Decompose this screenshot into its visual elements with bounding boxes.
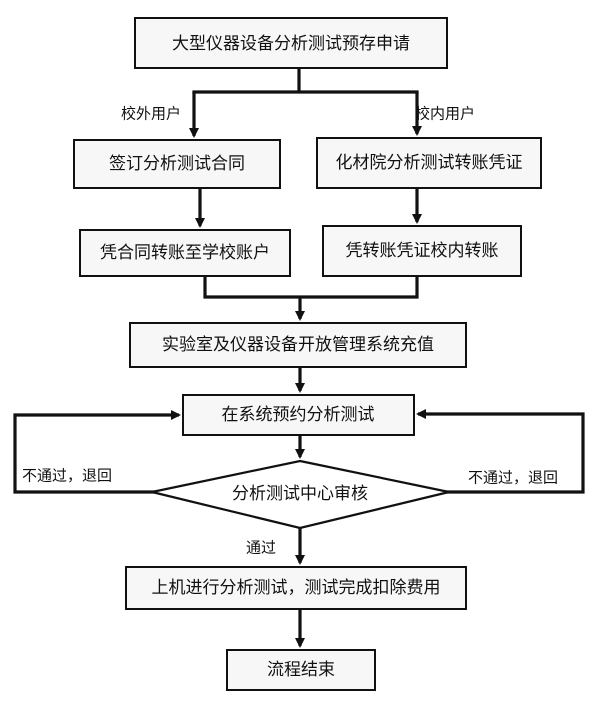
node-start: 大型仪器设备分析测试预存申请 xyxy=(134,17,448,69)
internal-voucher-box xyxy=(316,137,542,189)
node-external-transfer: 凭合同转账至学校账户 xyxy=(79,229,291,277)
node-external-contract: 签订分析测试合同 xyxy=(73,139,281,189)
rejected-right-label: 不通过，退回 xyxy=(468,469,558,487)
node-end: 流程结束 xyxy=(226,649,376,691)
recharge-label: 实验室及仪器设备开放管理系统充值 xyxy=(162,335,434,355)
run-test-label: 上机进行分析测试，测试完成扣除费用 xyxy=(152,578,441,598)
internal-voucher-label: 化材院分析测试转账凭证 xyxy=(336,153,523,173)
end-label: 流程结束 xyxy=(267,660,335,680)
end-box xyxy=(226,649,376,691)
external-contract-box xyxy=(73,139,281,189)
node-run-test: 上机进行分析测试，测试完成扣除费用 xyxy=(125,566,467,610)
external-transfer-label: 凭合同转账至学校账户 xyxy=(100,243,270,263)
external-transfer-box xyxy=(79,229,291,277)
review-label: 分析测试中心审核 xyxy=(232,484,368,504)
internal-users-label: 校内用户 xyxy=(415,105,475,123)
node-internal-voucher: 化材院分析测试转账凭证 xyxy=(316,137,542,189)
rejected-left-label: 不通过，退回 xyxy=(22,467,112,485)
node-recharge: 实验室及仪器设备开放管理系统充值 xyxy=(129,322,467,368)
book-test-label: 在系统预约分析测试 xyxy=(222,405,375,425)
review-decision-diamond xyxy=(151,459,450,530)
merge-lines-to-recharge xyxy=(203,274,419,299)
external-contract-label: 签订分析测试合同 xyxy=(109,154,245,174)
run-test-box xyxy=(125,566,467,610)
node-review: 分析测试中心审核 xyxy=(151,459,450,530)
node-book-test: 在系统预约分析测试 xyxy=(182,394,415,436)
recharge-box xyxy=(129,322,467,368)
external-users-label: 校外用户 xyxy=(121,105,181,123)
node-internal-transfer: 凭转账凭证校内转账 xyxy=(322,225,522,277)
passed-label: 通过 xyxy=(246,539,276,557)
start-label: 大型仪器设备分析测试预存申请 xyxy=(172,34,410,54)
internal-transfer-box xyxy=(322,225,522,277)
internal-transfer-label: 凭转账凭证校内转账 xyxy=(346,241,499,261)
start-box xyxy=(134,17,448,69)
book-test-box xyxy=(182,394,415,436)
